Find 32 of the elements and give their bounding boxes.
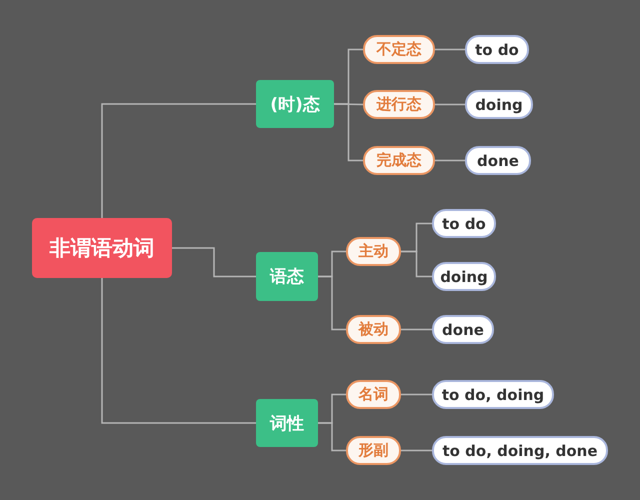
leaf-pill: doing [432, 262, 496, 291]
subtopic-pill: 主动 [346, 237, 401, 266]
root-topic-box: 非谓语动词 [32, 218, 172, 278]
connector-line [318, 422, 346, 452]
subtopic-pill: 形副 [346, 436, 401, 465]
connector-line [172, 247, 256, 278]
leaf-pill: to do [432, 209, 496, 238]
subtopic-pill: 进行态 [363, 90, 435, 119]
connector-line [318, 276, 346, 330]
topic-box: 语态 [256, 252, 318, 301]
subtopic-pill: 名词 [346, 380, 401, 409]
topic-box: (时)态 [256, 80, 334, 128]
subtopic-pill: 不定态 [363, 35, 435, 64]
connector-line [435, 160, 465, 162]
leaf-pill: to do [465, 35, 529, 64]
connector-line [435, 48, 465, 50]
leaf-pill: to do, doing, done [432, 436, 608, 465]
connector-line [334, 103, 363, 162]
leaf-pill: done [432, 315, 494, 344]
leaf-pill: doing [465, 90, 533, 119]
topic-box: 词性 [256, 399, 318, 447]
connector-line [401, 328, 432, 330]
leaf-pill: to do, doing [432, 380, 554, 409]
subtopic-pill: 完成态 [363, 146, 435, 175]
connector-line [401, 450, 432, 452]
connector-line [101, 103, 256, 218]
connector-line [101, 278, 256, 424]
subtopic-pill: 被动 [346, 315, 401, 344]
connector-line [401, 250, 432, 278]
connector-line [435, 104, 465, 106]
leaf-pill: done [465, 146, 531, 175]
connector-line [401, 394, 432, 396]
